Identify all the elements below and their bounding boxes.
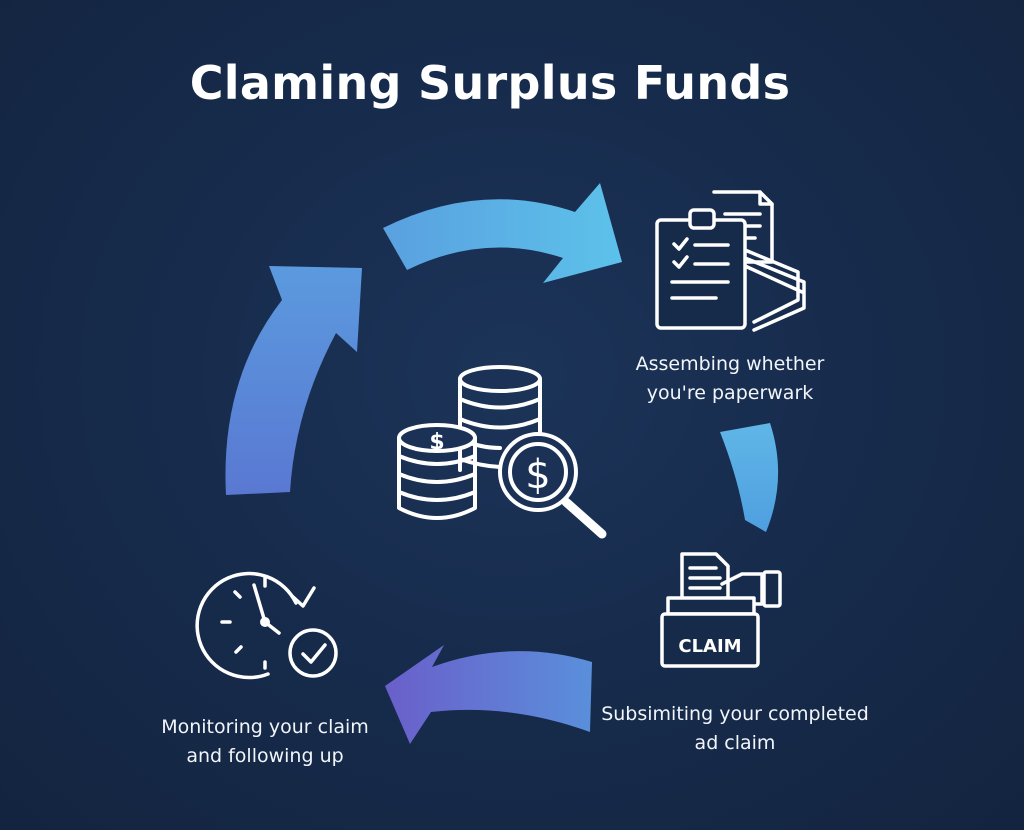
cycle-arrow-bottom [385, 645, 592, 744]
claim-box-label: CLAIM [678, 636, 741, 657]
step-caption-assemble: Assembing whether you're paperwark [600, 350, 860, 408]
step-caption-submit: Subsimiting your completed ad claim [590, 700, 880, 758]
step-caption-line: Monitoring your claim [161, 716, 369, 738]
cycle-arrow-left [225, 266, 362, 495]
step-caption-line: Assembing whether [635, 353, 825, 375]
step-caption-line: Subsimiting your completed [601, 703, 869, 725]
step-caption-line: and following up [186, 745, 344, 767]
page-title: Claming Surplus Funds [189, 56, 791, 110]
cycle-arc-right [720, 423, 779, 532]
step-caption-line: ad claim [694, 732, 776, 754]
lens-dollar-symbol: $ [525, 452, 550, 498]
cycle-arrow-top [383, 183, 622, 283]
step-caption-monitor: Monitoring your claim and following up [130, 713, 400, 771]
coin-dollar-symbol: $ [429, 430, 444, 455]
step-caption-line: you're paperwark [646, 382, 814, 404]
coins-magnifier-icon [397, 365, 607, 539]
claim-box-icon [660, 552, 782, 668]
clock-check-icon [195, 571, 338, 680]
clipboard-documents-icon [655, 190, 806, 332]
